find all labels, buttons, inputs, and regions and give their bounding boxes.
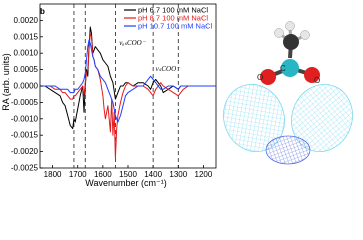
y-tick-label-8: -0.0020 — [11, 147, 39, 156]
spectrum-chart: 1800 1700 1600 1500 1400 1300 1200 0.0020 0.0015… — [1, 3, 217, 188]
carbon-label: C — [280, 64, 286, 73]
annotations: νₐₛCOO⁻ νₛCOO⁻ — [119, 39, 181, 73]
legend-label-2: pH 10.7 100 mM NaCl — [138, 22, 213, 31]
series-line-2 — [40, 39, 216, 123]
y-tick-label-9: -0.0025 — [11, 164, 39, 173]
carbon-atom — [281, 59, 299, 77]
y-tick-label-5: -0.0005 — [11, 98, 39, 107]
x-tick-label-5: 1300 — [169, 170, 187, 179]
annotation-0: νₐₛCOO⁻ — [119, 39, 147, 47]
y-tick-label-1: 0.0015 — [14, 32, 39, 41]
y-tick-label-6: -0.0010 — [11, 114, 39, 123]
y-tick-label-4: 0.0000 — [14, 82, 39, 91]
x-tick-label-3: 1500 — [119, 170, 137, 179]
oxygen-label-right: O — [314, 76, 320, 85]
y-tick-label-2: 0.0010 — [14, 49, 39, 58]
x-tick-label-0: 1800 — [44, 170, 62, 179]
y-tick-label-7: -0.0015 — [11, 131, 39, 140]
series-line-1 — [40, 33, 216, 159]
legend-label-0: pH 6.7 100 mM NaCl — [138, 6, 208, 15]
oxygen-label-left: O — [257, 73, 263, 82]
carboxylate-group: C O O — [257, 59, 320, 85]
x-tick-label-6: 1200 — [195, 170, 213, 179]
y-axis-title: RA (arb. units) — [1, 53, 11, 111]
legend-label-1: pH 8.7 100 mM NaCl — [138, 14, 208, 23]
y-tick-label-3: 0.0005 — [14, 65, 39, 74]
x-axis-title: Wavenumber (cm⁻¹) — [85, 178, 166, 188]
panel-label: b — [40, 7, 45, 16]
methyl-group — [274, 21, 310, 59]
y-tick-label-0: 0.0020 — [14, 16, 39, 25]
electron-density-mesh — [223, 84, 353, 165]
axis-ticks: 1800 1700 1600 1500 1400 1300 1200 0.0020 0.0015… — [11, 16, 213, 179]
annotation-1: νₛCOO⁻ — [156, 65, 181, 73]
oxygen-atom-right — [304, 67, 320, 83]
x-tick-label-1: 1700 — [69, 170, 87, 179]
series-lines — [40, 26, 216, 159]
x-tick-label-2: 1600 — [94, 170, 112, 179]
x-tick-label-4: 1400 — [144, 170, 162, 179]
molecule-illustration: C O O — [223, 21, 353, 165]
oxygen-atom-left — [260, 69, 276, 85]
